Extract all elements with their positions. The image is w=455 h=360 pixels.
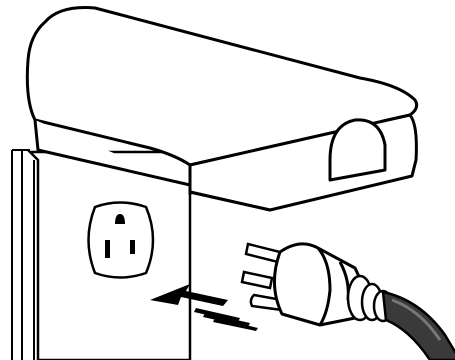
three-prong-outlet xyxy=(89,203,154,278)
hot-slot-icon xyxy=(130,240,135,254)
neutral-slot-icon xyxy=(105,240,110,258)
wall xyxy=(12,150,30,360)
power-cable xyxy=(383,292,455,360)
